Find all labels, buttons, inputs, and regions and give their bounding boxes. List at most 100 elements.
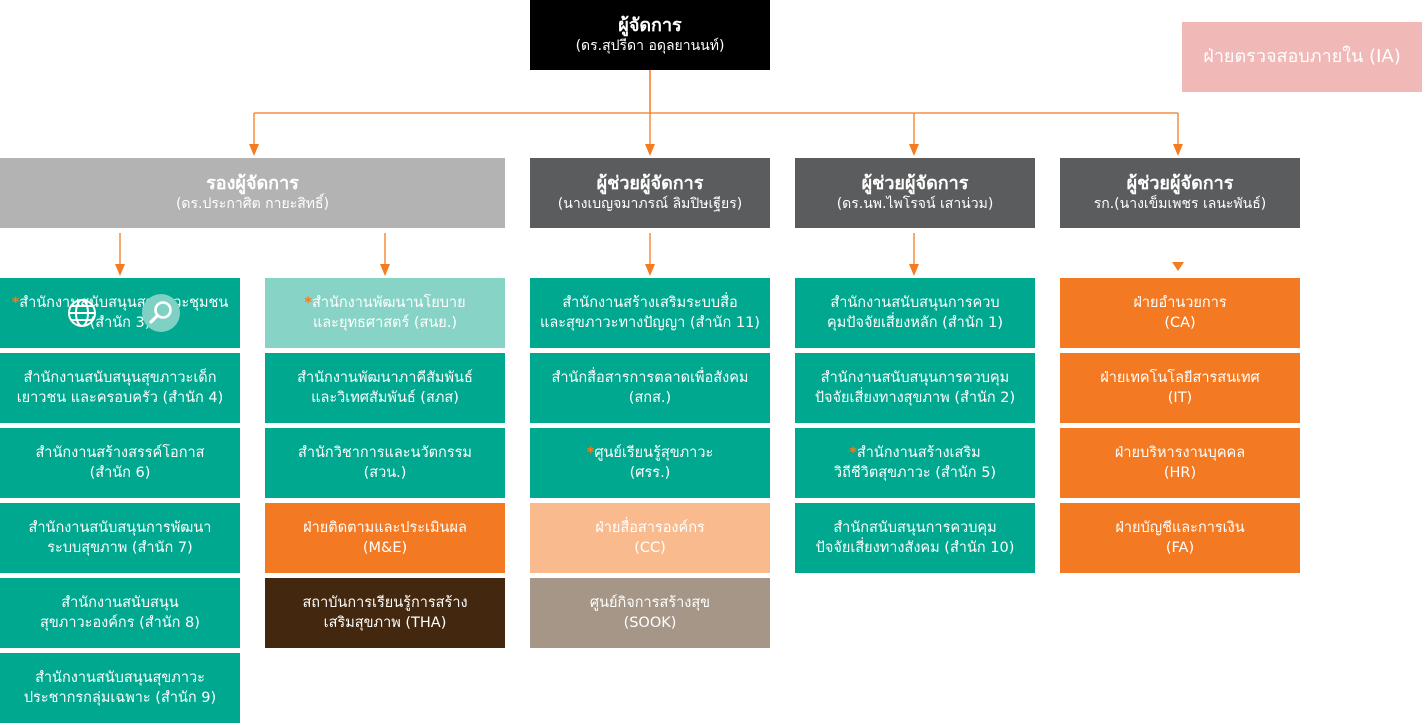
office-line1: ฝ่ายติดตามและประเมินผล bbox=[303, 520, 467, 536]
department-line1: ฝ่ายบริหารงานบุคคล bbox=[1114, 445, 1246, 461]
office-line1: สำนักงานสนับสนุนสุขภาวะ bbox=[35, 670, 205, 686]
office-line1: สำนักงานสนับสนุนการพัฒนา bbox=[28, 520, 212, 536]
star-mark: * bbox=[849, 445, 857, 461]
office-line2: และวิเทศสัมพันธ์ (สภส) bbox=[311, 390, 459, 406]
search-icon[interactable] bbox=[141, 293, 181, 333]
manager-title: ผู้จัดการ bbox=[618, 14, 682, 36]
office-box[interactable]: สำนักสื่อสารการตลาดเพื่อสังคม (สกส.) bbox=[530, 353, 770, 423]
office-line1: สำนักงานสร้างสรรค์โอกาส bbox=[35, 445, 205, 461]
office-line1: สำนักสื่อสารการตลาดเพื่อสังคม bbox=[551, 370, 749, 386]
column-name: (ดร.นพ.ไพโรจน์ เสาน่วม) bbox=[836, 195, 994, 212]
column-title: ผู้ช่วยผู้จัดการ bbox=[1126, 172, 1234, 194]
office-box[interactable]: ฝ่ายสื่อสารองค์กร (CC) bbox=[530, 503, 770, 573]
internal-audit-label: ฝ่ายตรวจสอบภายใน (IA) bbox=[1203, 46, 1401, 67]
department-line1: ฝ่ายเทคโนโลยีสารสนเทศ bbox=[1100, 370, 1260, 386]
office-line1: สำนักงานสนับสนุนการควบ bbox=[830, 295, 1000, 311]
manager-name: (ดร.สุปรีดา อดุลยานนท์) bbox=[575, 37, 725, 54]
office-box[interactable]: *สำนักงานสนับสนุนสุขภาวะชุมชน (สำนัก 3) bbox=[0, 278, 240, 348]
office-box[interactable]: สำนักงานสนับสนุนสุขภาวะ ประชากรกลุ่มเฉพา… bbox=[0, 653, 240, 723]
office-line1: สถาบันการเรียนรู้การสร้าง bbox=[302, 595, 468, 611]
department-line2: (FA) bbox=[1165, 540, 1195, 556]
office-line2: (สำนัก 3) bbox=[89, 315, 151, 331]
office-box[interactable]: สำนักงานสนับสนุนการควบ คุมปัจจัยเสี่ยงหล… bbox=[795, 278, 1035, 348]
office-line2: (M&E) bbox=[362, 540, 408, 556]
manager-box: ผู้จัดการ (ดร.สุปรีดา อดุลยานนท์) bbox=[530, 0, 770, 70]
office-box[interactable]: สำนักงานสร้างเสริมระบบสื่อ และสุขภาวะทาง… bbox=[530, 278, 770, 348]
office-line2: วิถีชีวิตสุขภาวะ (สำนัก 5) bbox=[833, 465, 997, 481]
office-line2: เสริมสุขภาพ (THA) bbox=[323, 615, 447, 631]
assistant-manager-box-3: ผู้ช่วยผู้จัดการ รก.(นางเข็มเพชร เลนะพัน… bbox=[1060, 158, 1300, 228]
office-line2: เยาวชน และครอบครัว (สำนัก 4) bbox=[16, 390, 224, 406]
office-line2: (สกส.) bbox=[628, 390, 672, 406]
office-line1: สำนักงานสนับสนุนการควบคุม bbox=[820, 370, 1010, 386]
office-box[interactable]: สำนักงานสร้างสรรค์โอกาส (สำนัก 6) bbox=[0, 428, 240, 498]
department-line1: ฝ่ายบัญชีและการเงิน bbox=[1115, 520, 1245, 536]
office-box[interactable]: สำนักงานสนับสนุนสุขภาวะเด็ก เยาวชน และคร… bbox=[0, 353, 240, 423]
assistant-manager-box-1: ผู้ช่วยผู้จัดการ (นางเบญจมาภรณ์ ลิมปิษเฐ… bbox=[530, 158, 770, 228]
column-name: (ดร.ประกาศิต กายะสิทธิ์) bbox=[175, 195, 330, 212]
office-line1-text: สำนักงานสนับสนุนสุขภาวะชุมชน bbox=[19, 295, 229, 311]
office-line2: ปัจจัยเสี่ยงทางสังคม (สำนัก 10) bbox=[815, 540, 1015, 556]
office-box[interactable]: สำนักงานสนับสนุน สุขภาวะองค์กร (สำนัก 8) bbox=[0, 578, 240, 648]
office-line1-text: ศูนย์เรียนรู้สุขภาวะ bbox=[594, 445, 714, 461]
office-box[interactable]: *ศูนย์เรียนรู้สุขภาวะ (ศรร.) bbox=[530, 428, 770, 498]
office-line2: และยุทธศาสตร์ (สนย.) bbox=[312, 315, 458, 331]
office-box[interactable]: สำนักงานพัฒนาภาคีสัมพันธ์ และวิเทศสัมพัน… bbox=[265, 353, 505, 423]
office-box[interactable]: สำนักวิชาการและนวัตกรรม (สวน.) bbox=[265, 428, 505, 498]
department-box[interactable]: ฝ่ายอำนวยการ (CA) bbox=[1060, 278, 1300, 348]
office-line1-text: สำนักงานพัฒนานโยบาย bbox=[312, 295, 466, 311]
office-line2: ระบบสุขภาพ (สำนัก 7) bbox=[47, 540, 193, 556]
office-line2: (สวน.) bbox=[363, 465, 407, 481]
office-box[interactable]: สำนักสนับสนุนการควบคุม ปัจจัยเสี่ยงทางสั… bbox=[795, 503, 1035, 573]
office-line1: สำนักงานสร้างเสริมระบบสื่อ bbox=[562, 295, 738, 311]
office-box[interactable]: สำนักงานสนับสนุนการพัฒนา ระบบสุขภาพ (สำน… bbox=[0, 503, 240, 573]
column-title: ผู้ช่วยผู้จัดการ bbox=[861, 172, 969, 194]
department-line2: (IT) bbox=[1167, 390, 1193, 406]
department-box[interactable]: ฝ่ายเทคโนโลยีสารสนเทศ (IT) bbox=[1060, 353, 1300, 423]
office-line2: ปัจจัยเสี่ยงทางสุขภาพ (สำนัก 2) bbox=[814, 390, 1016, 406]
office-line2: (ศรร.) bbox=[629, 465, 671, 481]
column-name: รก.(นางเข็มเพชร เลนะพันธ์) bbox=[1093, 195, 1267, 212]
office-line1: สำนักสนับสนุนการควบคุม bbox=[833, 520, 997, 536]
office-box[interactable]: *สำนักงานพัฒนานโยบาย และยุทธศาสตร์ (สนย.… bbox=[265, 278, 505, 348]
office-box[interactable]: สถาบันการเรียนรู้การสร้าง เสริมสุขภาพ (T… bbox=[265, 578, 505, 648]
office-line2: สุขภาวะองค์กร (สำนัก 8) bbox=[40, 615, 200, 631]
column-title: รองผู้จัดการ bbox=[206, 172, 299, 194]
office-line1: *ศูนย์เรียนรู้สุขภาวะ bbox=[587, 443, 714, 463]
office-box[interactable]: *สำนักงานสร้างเสริม วิถีชีวิตสุขภาวะ (สำ… bbox=[795, 428, 1035, 498]
department-line2: (CA) bbox=[1164, 315, 1196, 331]
office-line2: (CC) bbox=[634, 540, 666, 556]
office-line1: *สำนักงานพัฒนานโยบาย bbox=[304, 293, 465, 313]
internal-audit-box: ฝ่ายตรวจสอบภายใน (IA) bbox=[1182, 22, 1422, 92]
department-box[interactable]: ฝ่ายบริหารงานบุคคล (HR) bbox=[1060, 428, 1300, 498]
department-line1: ฝ่ายอำนวยการ bbox=[1133, 295, 1227, 311]
deputy-manager-box: รองผู้จัดการ (ดร.ประกาศิต กายะสิทธิ์) bbox=[0, 158, 505, 228]
office-line1: สำนักวิชาการและนวัตกรรม bbox=[298, 445, 472, 461]
office-line2: และสุขภาวะทางปัญญา (สำนัก 11) bbox=[540, 315, 760, 331]
office-line1-text: สำนักงานสร้างเสริม bbox=[856, 445, 981, 461]
office-line1: สำนักงานพัฒนาภาคีสัมพันธ์ bbox=[297, 370, 473, 386]
office-line1: สำนักงานสนับสนุนสุขภาวะเด็ก bbox=[23, 370, 217, 386]
office-line1: ฝ่ายสื่อสารองค์กร bbox=[595, 520, 705, 536]
column-title: ผู้ช่วยผู้จัดการ bbox=[596, 172, 704, 194]
office-line2: (สำนัก 6) bbox=[89, 465, 151, 481]
office-box[interactable]: ฝ่ายติดตามและประเมินผล (M&E) bbox=[265, 503, 505, 573]
department-box[interactable]: ฝ่ายบัญชีและการเงิน (FA) bbox=[1060, 503, 1300, 573]
column-name: (นางเบญจมาภรณ์ ลิมปิษเฐียร) bbox=[557, 195, 743, 212]
office-line2: (SOOK) bbox=[623, 615, 677, 631]
office-line1: สำนักงานสนับสนุน bbox=[61, 595, 179, 611]
office-line1: *สำนักงานสร้างเสริม bbox=[849, 443, 980, 463]
globe-icon[interactable] bbox=[65, 296, 99, 330]
star-mark: * bbox=[586, 445, 595, 461]
assistant-manager-box-2: ผู้ช่วยผู้จัดการ (ดร.นพ.ไพโรจน์ เสาน่วม) bbox=[795, 158, 1035, 228]
office-box[interactable]: สำนักงานสนับสนุนการควบคุม ปัจจัยเสี่ยงทา… bbox=[795, 353, 1035, 423]
office-line1: *สำนักงานสนับสนุนสุขภาวะชุมชน bbox=[12, 293, 229, 313]
office-line2: ประชากรกลุ่มเฉพาะ (สำนัก 9) bbox=[23, 690, 217, 706]
star-mark: * bbox=[304, 295, 312, 311]
office-line2: คุมปัจจัยเสี่ยงหลัก (สำนัก 1) bbox=[827, 315, 1003, 331]
department-line2: (HR) bbox=[1163, 465, 1197, 481]
star-mark: * bbox=[11, 295, 20, 311]
office-line1: ศูนย์กิจการสร้างสุข bbox=[589, 595, 711, 611]
office-box[interactable]: ศูนย์กิจการสร้างสุข (SOOK) bbox=[530, 578, 770, 648]
